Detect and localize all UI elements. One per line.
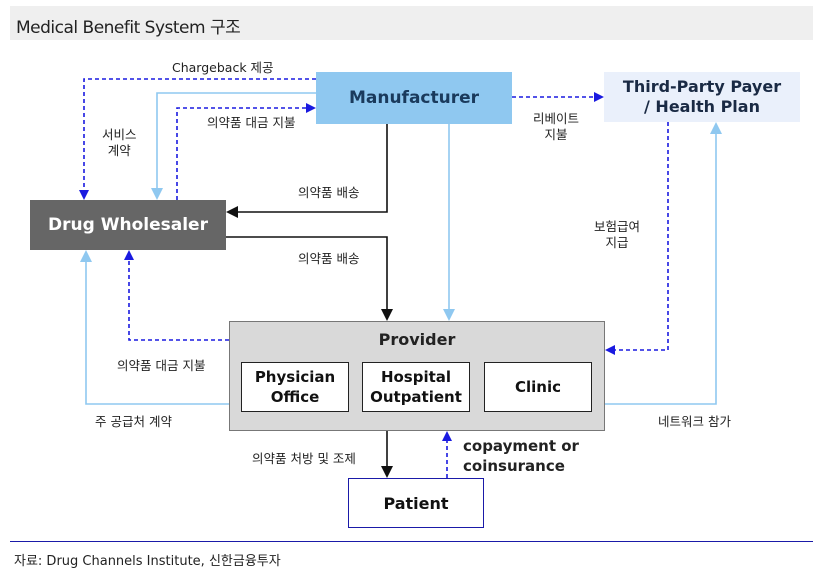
hospital-label-line1: Hospital: [380, 368, 452, 386]
insurance-label-line1: 보험급여: [594, 219, 641, 234]
network-label: 네트워크 참가: [658, 414, 731, 429]
wholesaler-label: Drug Wholesaler: [48, 215, 208, 235]
insurance-payment-label: 보험급여 지급: [594, 219, 640, 251]
insurance-payment-arrow: [605, 122, 669, 355]
service-label-line1: 서비스: [102, 127, 137, 142]
clinic-label: Clinic: [514, 378, 561, 396]
physician-label-line2: Office: [270, 388, 320, 406]
copay-label-line1: copayment or: [463, 437, 579, 455]
source-note: 자료: Drug Channels Institute, 신한금융투자: [14, 554, 281, 569]
drug-delivery-1-label: 의약품 배송: [298, 185, 360, 200]
clinic-node: Clinic: [484, 362, 592, 412]
drug-payment-top-arrow: [176, 103, 316, 200]
chargeback-arrow: [79, 78, 316, 200]
provider-label: Provider: [378, 330, 456, 349]
tpp-label-line1: Third-Party Payer: [622, 77, 782, 96]
drug-delivery-1-arrow: [226, 124, 388, 218]
physician-label-line1: Physician: [254, 368, 336, 386]
main-supplier-label: 주 공급처 계약: [95, 414, 172, 429]
service-contract-arrow: [151, 92, 316, 200]
copayment-label: copayment or coinsurance: [463, 436, 579, 476]
physician-office-node: Physician Office: [241, 362, 349, 412]
hospital-outpatient-node: Hospital Outpatient: [362, 362, 470, 412]
chargeback-label: Chargeback 제공: [172, 60, 274, 75]
drug-wholesaler-node: Drug Wholesaler: [30, 200, 226, 250]
copay-label-line2: coinsurance: [463, 457, 565, 475]
drug-payment-bottom-arrow: [124, 250, 229, 341]
drug-delivery-2-label: 의약품 배송: [298, 251, 360, 266]
service-contract-label: 서비스 계약: [102, 127, 137, 159]
drug-delivery-2-arrow: [226, 236, 393, 321]
third-party-payer-node: Third-Party Payer / Health Plan: [604, 72, 800, 122]
manufacturer-label: Manufacturer: [348, 88, 480, 108]
rebate-label: 리베이트 지불: [533, 111, 579, 143]
patient-label: Patient: [383, 493, 449, 513]
drug-payment-top-label: 의약품 대금 지불: [207, 115, 296, 130]
manufacturer-node: Manufacturer: [316, 72, 512, 124]
drug-payment-bottom-label: 의약품 대금 지불: [117, 358, 206, 373]
service-label-line2: 계약: [107, 143, 131, 158]
patient-node: Patient: [348, 478, 484, 528]
source-divider: [10, 541, 813, 542]
insurance-label-line2: 지급: [605, 235, 629, 250]
rebate-label-line2: 지불: [544, 127, 568, 142]
hospital-label-line2: Outpatient: [370, 388, 462, 406]
title-bar: Medical Benefit System 구조: [10, 6, 813, 40]
main-supplier-arrow: [80, 250, 229, 405]
prescription-label: 의약품 처방 및 조제: [252, 451, 356, 466]
page-title: Medical Benefit System 구조: [16, 18, 241, 38]
rebate-label-line1: 리베이트: [533, 111, 580, 126]
network-arrow: [605, 122, 722, 405]
tpp-label-line2: / Health Plan: [644, 97, 760, 116]
